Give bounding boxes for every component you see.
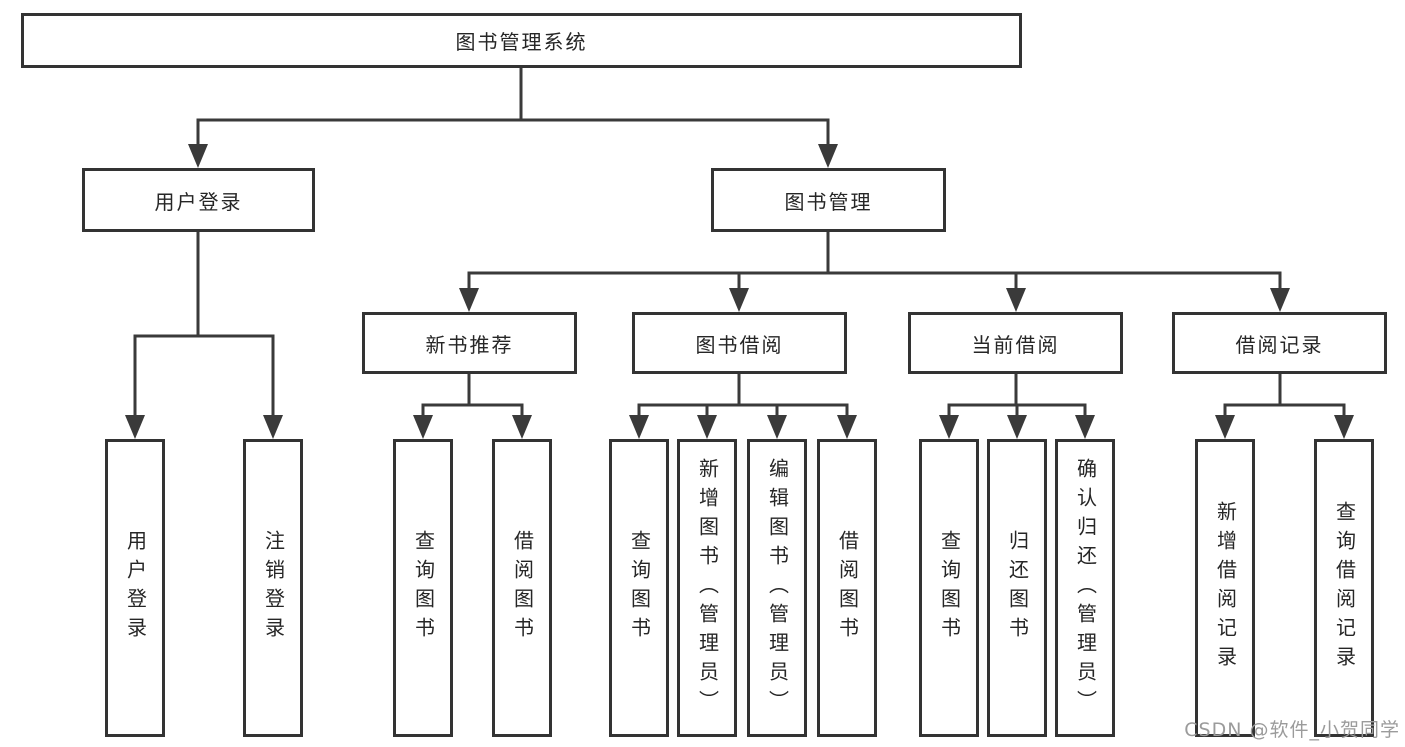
node-borrow-record: 借阅记录 bbox=[1172, 312, 1387, 374]
leaf-user-login: 用户登录 bbox=[105, 439, 165, 737]
arrow-icon bbox=[837, 415, 857, 439]
arrow-icon bbox=[729, 288, 749, 312]
tree-edges bbox=[133, 66, 1346, 421]
leaf-query-borrow-record-label: 查询借阅记录 bbox=[1332, 501, 1357, 675]
node-user-login: 用户登录 bbox=[82, 168, 315, 232]
arrow-icon bbox=[1215, 415, 1235, 439]
leaf-borrow-books-2-label: 借阅图书 bbox=[835, 530, 860, 646]
leaf-edit-book-admin: 编辑图书（管理员） bbox=[747, 439, 807, 737]
node-root-label: 图书管理系统 bbox=[455, 30, 588, 54]
node-book-borrow-label: 图书借阅 bbox=[695, 332, 784, 357]
leaf-query-borrow-record: 查询借阅记录 bbox=[1314, 439, 1374, 737]
arrow-icon bbox=[459, 288, 479, 312]
arrow-icon bbox=[818, 144, 838, 168]
arrow-icon bbox=[629, 415, 649, 439]
arrow-icon bbox=[1334, 415, 1354, 439]
node-book-management-label: 图书管理 bbox=[784, 189, 873, 214]
leaf-add-book-admin-label: 新增图书（管理员） bbox=[695, 457, 720, 719]
leaf-confirm-return-admin: 确认归还（管理员） bbox=[1055, 439, 1115, 737]
watermark: CSDN @软件_小贺同学 bbox=[1184, 719, 1400, 741]
node-borrow-record-label: 借阅记录 bbox=[1235, 332, 1324, 357]
leaf-borrow-books-1: 借阅图书 bbox=[492, 439, 552, 737]
leaf-query-books-1: 查询图书 bbox=[393, 439, 453, 737]
arrowheads bbox=[125, 144, 1354, 439]
leaf-query-books-3-label: 查询图书 bbox=[937, 530, 962, 646]
arrow-icon bbox=[767, 415, 787, 439]
arrow-icon bbox=[1270, 288, 1290, 312]
arrow-icon bbox=[1075, 415, 1095, 439]
leaf-query-books-2-label: 查询图书 bbox=[627, 530, 652, 646]
node-root: 图书管理系统 bbox=[21, 13, 1022, 68]
leaf-borrow-books-1-label: 借阅图书 bbox=[510, 530, 535, 646]
leaf-add-book-admin: 新增图书（管理员） bbox=[677, 439, 737, 737]
node-user-login-label: 用户登录 bbox=[154, 189, 243, 214]
arrow-icon bbox=[263, 415, 283, 439]
arrow-icon bbox=[1006, 288, 1026, 312]
leaf-logout-login: 注销登录 bbox=[243, 439, 303, 737]
leaf-edit-book-admin-label: 编辑图书（管理员） bbox=[765, 457, 790, 719]
node-current-borrow: 当前借阅 bbox=[908, 312, 1123, 374]
leaf-return-book-label: 归还图书 bbox=[1005, 530, 1030, 646]
node-new-book-recommend-label: 新书推荐 bbox=[425, 332, 514, 357]
leaf-return-book: 归还图书 bbox=[987, 439, 1047, 737]
arrow-icon bbox=[697, 415, 717, 439]
arrow-icon bbox=[413, 415, 433, 439]
node-book-management: 图书管理 bbox=[711, 168, 946, 232]
node-new-book-recommend: 新书推荐 bbox=[362, 312, 577, 374]
arrow-icon bbox=[188, 144, 208, 168]
arrow-icon bbox=[512, 415, 532, 439]
leaf-borrow-books-2: 借阅图书 bbox=[817, 439, 877, 737]
arrow-icon bbox=[125, 415, 145, 439]
leaf-user-login-label: 用户登录 bbox=[123, 530, 148, 646]
node-current-borrow-label: 当前借阅 bbox=[971, 332, 1060, 357]
leaf-confirm-return-admin-label: 确认归还（管理员） bbox=[1073, 457, 1098, 719]
leaf-add-borrow-record-label: 新增借阅记录 bbox=[1213, 501, 1238, 675]
node-book-borrow: 图书借阅 bbox=[632, 312, 847, 374]
leaf-query-books-3: 查询图书 bbox=[919, 439, 979, 737]
leaf-logout-login-label: 注销登录 bbox=[261, 530, 286, 646]
leaf-query-books-2: 查询图书 bbox=[609, 439, 669, 737]
leaf-query-books-1-label: 查询图书 bbox=[411, 530, 436, 646]
leaf-add-borrow-record: 新增借阅记录 bbox=[1195, 439, 1255, 737]
arrow-icon bbox=[939, 415, 959, 439]
arrow-icon bbox=[1007, 415, 1027, 439]
